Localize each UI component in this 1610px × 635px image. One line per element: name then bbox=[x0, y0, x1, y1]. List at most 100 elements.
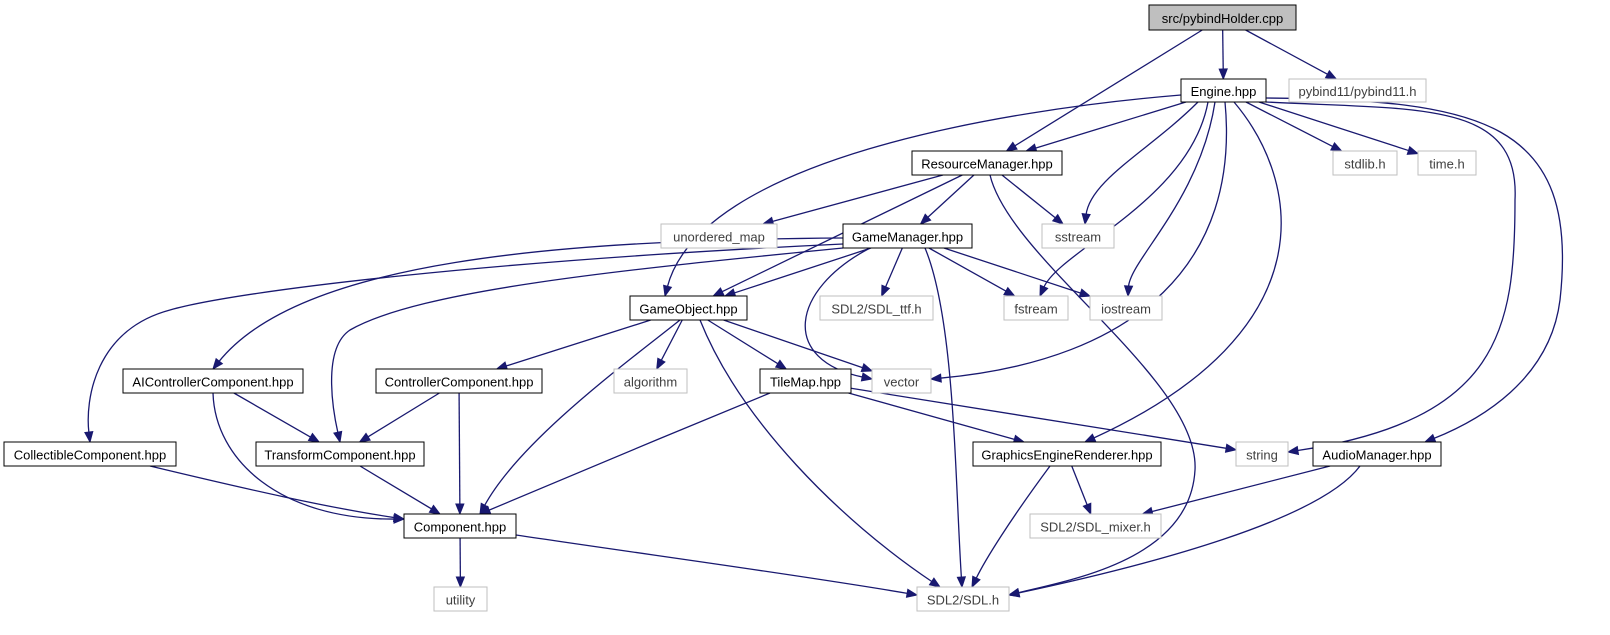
edge-arrowhead bbox=[956, 576, 967, 589]
edge-line bbox=[707, 319, 779, 365]
edge-gameManager-to-vector bbox=[804, 247, 874, 382]
edge-arrowhead bbox=[928, 577, 942, 588]
edge-engine-to-graphicsRenderer bbox=[1083, 101, 1282, 443]
node-box bbox=[1029, 513, 1162, 539]
edge-line bbox=[939, 101, 1227, 379]
edge-line bbox=[699, 319, 933, 583]
edge-arrowhead bbox=[307, 432, 321, 443]
node-box bbox=[916, 586, 1010, 612]
edge-arrowhead bbox=[392, 512, 406, 523]
edge-line bbox=[733, 247, 872, 294]
edge-line bbox=[87, 243, 844, 434]
edge-arrowhead bbox=[881, 284, 891, 298]
edge-pybindHolder-to-resourceManager bbox=[1005, 29, 1203, 152]
edge-gameManager-to-transform bbox=[330, 247, 844, 444]
edge-arrowhead bbox=[1078, 288, 1092, 298]
node-gameObject[interactable]: GameObject.hpp bbox=[629, 295, 748, 321]
node-audioManager[interactable]: AudioManager.hpp bbox=[1312, 441, 1442, 467]
edge-line bbox=[1127, 101, 1216, 288]
edge-arrowhead bbox=[333, 430, 343, 444]
edge-arrowhead bbox=[1005, 141, 1018, 152]
edge-arrowhead bbox=[1039, 284, 1049, 298]
node-tileMap[interactable]: TileMap.hpp bbox=[759, 368, 852, 394]
node-box bbox=[1312, 441, 1442, 467]
edge-line bbox=[1085, 101, 1199, 216]
node-aiController[interactable]: AIControllerComponent.hpp bbox=[122, 368, 304, 394]
edge-line bbox=[1258, 101, 1410, 152]
node-label: TileMap.hpp bbox=[770, 375, 841, 390]
edge-arrowhead bbox=[428, 504, 442, 515]
edge-line bbox=[771, 174, 944, 223]
edge-tileMap-to-component bbox=[478, 392, 771, 515]
node-box bbox=[255, 441, 425, 467]
edge-engine-to-time bbox=[1258, 101, 1420, 155]
edge-arrowhead bbox=[1406, 145, 1420, 155]
edge-controller-to-transform bbox=[358, 392, 440, 443]
node-label: Engine.hpp bbox=[1191, 84, 1257, 99]
node-collectible[interactable]: CollectibleComponent.hpp bbox=[3, 441, 177, 467]
edge-line bbox=[850, 387, 1228, 450]
node-label: sstream bbox=[1055, 230, 1101, 245]
node-label: GameObject.hpp bbox=[639, 302, 737, 317]
edge-resourceManager-to-gameManager bbox=[919, 174, 975, 225]
node-label: AIControllerComponent.hpp bbox=[132, 375, 293, 390]
edge-resourceManager-to-sstream bbox=[1001, 174, 1065, 225]
edge-line bbox=[1245, 101, 1334, 148]
node-sdl: SDL2/SDL.h bbox=[916, 586, 1010, 612]
edge-line bbox=[975, 465, 1051, 580]
node-box bbox=[122, 368, 304, 394]
edge-engine-to-vector bbox=[929, 101, 1227, 383]
node-gameManager[interactable]: GameManager.hpp bbox=[842, 223, 973, 249]
node-label: utility bbox=[446, 593, 476, 608]
edge-gameManager-to-iostream bbox=[943, 247, 1092, 298]
node-vector: vector bbox=[871, 368, 932, 394]
edge-arrowhead bbox=[455, 576, 466, 589]
node-graphicsRenderer[interactable]: GraphicsEngineRenderer.hpp bbox=[972, 441, 1162, 467]
node-label: GameManager.hpp bbox=[852, 230, 963, 245]
edge-gameObject-to-tileMap bbox=[707, 319, 788, 370]
edge-arrowhead bbox=[929, 373, 942, 383]
edge-collectible-to-component bbox=[149, 465, 406, 523]
edge-arrowhead bbox=[663, 284, 673, 298]
edge-aiController-to-transform bbox=[233, 392, 321, 443]
node-label: algorithm bbox=[624, 375, 677, 390]
node-label: TransformComponent.hpp bbox=[264, 448, 415, 463]
edge-arrowhead bbox=[919, 213, 932, 225]
node-controller[interactable]: ControllerComponent.hpp bbox=[375, 368, 543, 394]
node-box bbox=[1041, 223, 1115, 249]
edge-pybindHolder-to-engine bbox=[1218, 29, 1228, 81]
node-stdlib: stdlib.h bbox=[1332, 150, 1398, 176]
node-resourceManager[interactable]: ResourceManager.hpp bbox=[911, 150, 1063, 176]
edge-line bbox=[218, 237, 844, 363]
edge-line bbox=[330, 247, 844, 434]
edge-line bbox=[924, 247, 963, 579]
edge-line bbox=[149, 465, 396, 519]
node-pybindHolder: src/pybindHolder.cpp bbox=[1148, 4, 1297, 31]
node-box bbox=[842, 223, 973, 249]
node-engine[interactable]: Engine.hpp bbox=[1180, 78, 1267, 103]
edge-engine-to-string bbox=[1265, 101, 1516, 456]
node-box bbox=[759, 368, 852, 394]
node-label: iostream bbox=[1101, 302, 1151, 317]
node-component[interactable]: Component.hpp bbox=[403, 513, 517, 539]
node-label: stdlib.h bbox=[1344, 157, 1385, 172]
edge-engine-to-stdlib bbox=[1245, 101, 1343, 152]
edge-gameObject-to-controller bbox=[495, 319, 651, 371]
edge-component-to-sdl bbox=[515, 534, 919, 598]
edge-engine-to-audioManager bbox=[1265, 97, 1564, 443]
node-transform[interactable]: TransformComponent.hpp bbox=[255, 441, 425, 467]
edge-tileMap-to-graphicsRenderer bbox=[848, 392, 1026, 444]
edge-transform-to-component bbox=[359, 465, 442, 515]
edge-arrowhead bbox=[1224, 443, 1238, 453]
node-box bbox=[871, 368, 932, 394]
edge-line bbox=[458, 392, 461, 506]
edge-arrowhead bbox=[1081, 213, 1091, 226]
edge-engine-to-resourceManager bbox=[1024, 101, 1187, 153]
edge-arrowhead bbox=[1082, 502, 1092, 516]
node-time: time.h bbox=[1417, 150, 1477, 176]
node-label: SDL2/SDL.h bbox=[927, 593, 999, 608]
edge-gameObject-to-vector bbox=[723, 319, 874, 372]
edge-arrowhead bbox=[1003, 286, 1016, 297]
node-label: SDL2/SDL_ttf.h bbox=[831, 302, 921, 317]
